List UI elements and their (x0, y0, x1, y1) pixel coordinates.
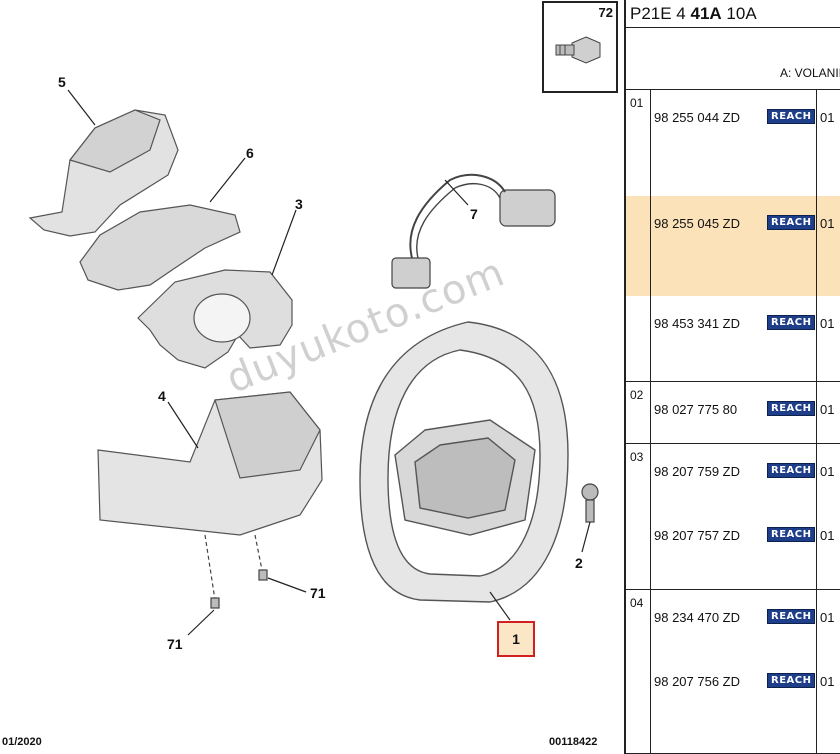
quantity: 01 (820, 110, 835, 125)
callout-5: 5 (58, 74, 66, 90)
reach-badge: REACH (767, 527, 816, 542)
header-suffix: 10A (726, 4, 757, 23)
part-number: 98 207 759 ZD (654, 464, 741, 479)
callout-4: 4 (158, 388, 166, 404)
part-71-screws (204, 534, 268, 609)
column-divider (650, 90, 651, 381)
table-header: P21E 4 41A 10A (626, 0, 840, 28)
table-row[interactable]: 98 207 759 ZD REACH 01 (626, 444, 840, 508)
part-number: 98 255 044 ZD (654, 110, 741, 125)
part-4-column-housing (97, 391, 323, 536)
column-divider (816, 590, 817, 753)
group-code: 02 (630, 388, 644, 402)
part-7-wire-harness (391, 173, 556, 289)
quantity: 01 (820, 216, 835, 231)
reach-badge: REACH (767, 109, 816, 124)
table-subheader: A: VOLANII (626, 28, 840, 90)
part-3-lower-shroud (137, 269, 293, 369)
table-row[interactable]: 98 207 757 ZD REACH 01 (626, 508, 840, 590)
part-number: 98 207 757 ZD (654, 528, 741, 543)
callout-3: 3 (295, 196, 303, 212)
group-02: 98 027 775 80 REACH 01 02 (626, 382, 840, 444)
group-04: 98 234 470 ZD REACH 01 98 207 756 ZD REACH 01… (626, 590, 840, 754)
screw-icon (555, 36, 601, 64)
group-code: 03 (630, 450, 644, 464)
part-1-steering-wheel (359, 321, 569, 603)
part-2-bolt (581, 483, 599, 523)
callout-6: 6 (246, 145, 254, 161)
part-6-cover (79, 204, 241, 291)
part-number: 98 207 756 ZD (654, 674, 741, 689)
group-03: 98 207 759 ZD REACH 01 98 207 757 ZD REACH 01… (626, 444, 840, 590)
reach-badge: REACH (767, 673, 816, 688)
footer-ref: 00118422 (549, 736, 598, 748)
table-row[interactable]: 98 207 756 ZD REACH 01 (626, 654, 840, 754)
thumbnail-label: 72 (598, 5, 613, 20)
column-divider (650, 382, 651, 443)
quantity: 01 (820, 674, 835, 689)
part-number: 98 255 045 ZD (654, 216, 741, 231)
column-divider (650, 590, 651, 753)
column-divider (816, 382, 817, 443)
reach-badge: REACH (767, 609, 816, 624)
thumbnail-part-72: 72 (542, 1, 618, 93)
part-number: 98 234 470 ZD (654, 610, 741, 625)
parts-table: P21E 4 41A 10A A: VOLANII 98 255 044 ZD R… (624, 0, 840, 754)
exploded-diagram: 72 5 6 3 4 7 2 71 71 1 duyukoto.com 01/2… (2, 1, 618, 748)
reach-badge: REACH (767, 315, 816, 330)
subtitle: A: VOLANII (779, 66, 840, 80)
part-number: 98 453 341 ZD (654, 316, 741, 331)
column-divider (816, 90, 817, 381)
quantity: 01 (820, 402, 835, 417)
quantity: 01 (820, 610, 835, 625)
callout-2: 2 (575, 555, 583, 571)
parts-illustration (28, 89, 599, 636)
table-row[interactable]: 98 027 775 80 REACH 01 (626, 382, 840, 444)
callout-1-selected[interactable]: 1 (497, 621, 535, 657)
group-01: 98 255 044 ZD REACH 01 98 255 045 ZD REACH 01… (626, 90, 840, 382)
table-row[interactable]: 98 255 044 ZD REACH 01 (626, 90, 840, 196)
column-divider (816, 444, 817, 589)
quantity: 01 (820, 464, 835, 479)
table-row[interactable]: 98 453 341 ZD REACH 01 (626, 296, 840, 382)
footer-date: 01/2020 (2, 736, 42, 748)
group-code: 04 (630, 596, 644, 610)
quantity: 01 (820, 528, 835, 543)
quantity: 01 (820, 316, 835, 331)
reach-badge: REACH (767, 401, 816, 416)
reach-badge: REACH (767, 215, 816, 230)
table-row[interactable]: 98 234 470 ZD REACH 01 (626, 590, 840, 654)
group-code: 01 (630, 96, 644, 110)
table-row[interactable]: 98 255 045 ZD REACH 01 (626, 196, 840, 296)
part-5-upper-shroud (28, 109, 179, 237)
reach-badge: REACH (767, 463, 816, 478)
callout-7: 7 (470, 206, 478, 222)
part-number: 98 027 775 80 (654, 402, 738, 417)
callout-71a: 71 (310, 585, 326, 601)
callout-71b: 71 (167, 636, 183, 652)
column-divider (650, 444, 651, 589)
callout-1: 1 (512, 631, 520, 647)
header-bold-code: 41A (690, 4, 722, 23)
header-prefix: P21E 4 (630, 4, 686, 23)
